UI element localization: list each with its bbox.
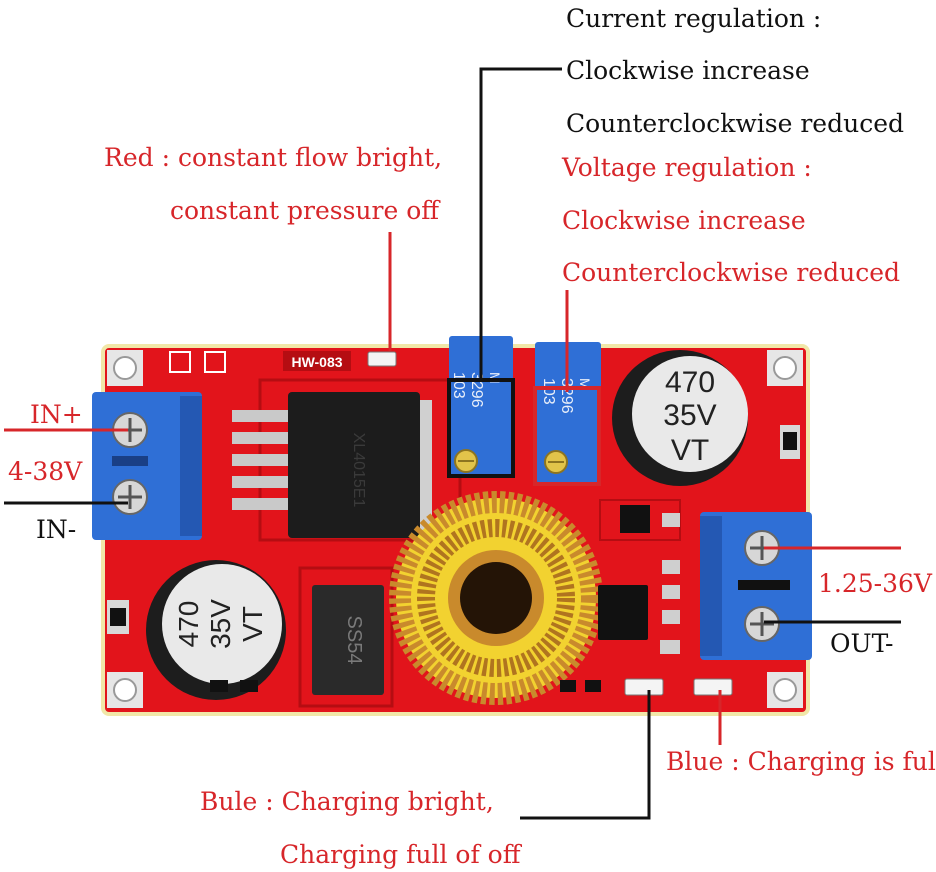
red-led-label-line1: Red : constant flow bright, (104, 143, 443, 172)
svg-text:VT: VT (671, 434, 709, 467)
in-plus-label: IN+ (30, 400, 83, 429)
blue-led (693, 678, 733, 696)
smd-components (107, 425, 800, 692)
in-minus-label: IN- (36, 515, 77, 544)
model-label-bg (283, 351, 351, 371)
current-leader (479, 67, 562, 382)
svg-text:M: M (577, 378, 593, 390)
voltage-counterclockwise-label: Counterclockwise reduced (562, 258, 900, 287)
toroid-inductor (389, 491, 603, 705)
bule-led (624, 678, 664, 696)
voltage-regulation-title: Voltage regulation : (562, 153, 812, 182)
svg-text:470: 470 (173, 601, 204, 648)
bule-led-label-line1: Bule : Charging bright, (200, 787, 494, 816)
output-voltage-label: 1.25-36V (818, 569, 932, 598)
svg-text:35V: 35V (205, 599, 236, 649)
current-regulation-title: Current regulation : (566, 4, 822, 33)
regulator-chip: XL4015E1 (232, 392, 432, 538)
input-terminal-block (92, 392, 202, 540)
current-clockwise-label: Clockwise increase (566, 56, 810, 85)
blue-led-label: Blue : Charging is full (666, 747, 936, 776)
svg-text:35V: 35V (663, 399, 716, 432)
input-capacitor: 470 35V VT (146, 560, 286, 700)
bule-led-leader (520, 690, 651, 820)
svg-text:VT: VT (237, 606, 268, 642)
model-label: HW-083 (291, 354, 342, 370)
voltage-clockwise-label: Clockwise increase (562, 206, 806, 235)
out-minus-label: OUT- (830, 629, 894, 658)
output-capacitor: 470 35V VT (612, 350, 748, 486)
chip-label: XL4015E1 (350, 433, 367, 508)
schottky-diode: SS54 (312, 585, 384, 695)
svg-text:470: 470 (665, 366, 715, 399)
red-led-label-line2: constant pressure off (170, 196, 440, 225)
svg-text:SS54: SS54 (343, 616, 365, 665)
svg-text:103: 103 (540, 378, 557, 405)
input-voltage-label: 4-38V (8, 457, 83, 486)
svg-text:M: M (487, 372, 503, 384)
leader-lines (4, 67, 901, 820)
current-counterclockwise-label: Counterclockwise reduced (566, 109, 904, 138)
bule-led-label-line2: Charging full of off (280, 840, 521, 869)
output-terminal-block (700, 512, 812, 660)
svg-text:103: 103 (450, 372, 467, 399)
mounting-holes (107, 350, 803, 708)
red-led (367, 351, 397, 367)
